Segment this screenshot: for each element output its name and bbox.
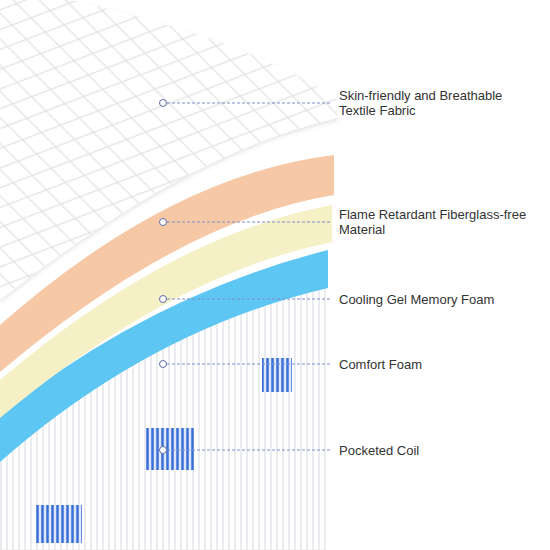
leader-dot (160, 219, 167, 226)
leader-dot (160, 361, 167, 368)
layer-label: Cooling Gel Memory Foam (338, 292, 545, 307)
coil-spring (36, 505, 82, 543)
leader-line (167, 222, 332, 223)
layer-label: Comfort Foam (338, 357, 545, 372)
layer-label: Flame Retardant Fiberglass-free Material (338, 207, 545, 237)
coil-spring (146, 428, 194, 470)
fabric-layer (0, 0, 338, 300)
layer-label: Skin-friendly and Breathable Textile Fab… (338, 88, 530, 118)
leader-line (167, 364, 332, 365)
leader-line (167, 103, 332, 104)
leader-dot (160, 447, 167, 454)
leader-line (167, 299, 332, 300)
coil-spring (262, 358, 292, 392)
leader-line (167, 450, 332, 451)
leader-dot (160, 100, 167, 107)
leader-dot (160, 296, 167, 303)
layer-label: Pocketed Coil (338, 443, 545, 458)
